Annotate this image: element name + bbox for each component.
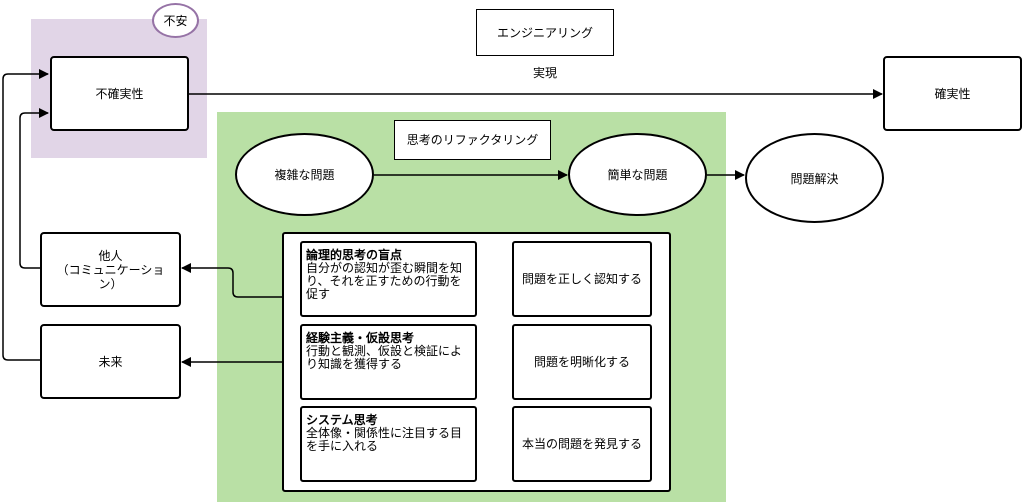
others-box: 他人 （コミュニケーショ ン） [40, 232, 181, 307]
certainty-label: 確実性 [934, 86, 971, 101]
thinking-item-empiricism: 経験主義・仮設思考 行動と観測、仮設と検証により知識を獲得する [300, 324, 477, 400]
anxiety-badge: 不安 [152, 3, 199, 38]
result-box-discover: 本当の問題を発見する [512, 406, 652, 482]
arrow-others-to-uncertainty [19, 108, 49, 269]
result-box-clarify: 問題を明晰化する [512, 324, 652, 400]
anxiety-badge-label: 不安 [163, 14, 188, 28]
result-box-recognize: 問題を正しく認知する [512, 241, 652, 317]
result-label: 問題を明晰化する [533, 355, 630, 369]
uncertainty-box: 不確実性 [50, 56, 189, 131]
thinking-desc: 自分が​の認知が歪む瞬間を知り、それを正すための行動を促す [306, 261, 463, 301]
engineering-label: エンジニアリング [496, 25, 593, 40]
result-label: 本当の問題を発見する [521, 437, 642, 451]
thinking-title: システム思考 [306, 413, 378, 427]
thinking-title: 経験主義・仮設思考 [306, 331, 415, 345]
arrow-future-to-uncertainty [2, 69, 49, 361]
uncertainty-label: 不確実性 [95, 86, 144, 101]
engineering-box: エンジニアリング [476, 9, 614, 56]
thinking-item-logical: 論理的思考の盲点 自分が​の認知が歪む瞬間を知り、それを正すための行動を促す [300, 241, 477, 317]
realization-text: 実現 [532, 65, 557, 80]
complex-problem-label: 複雑な問題 [274, 168, 335, 182]
problem-solving-node: 問題解決 [745, 133, 884, 223]
thinking-desc: 行動と観測、仮設と検証により知識を獲得する [306, 344, 463, 371]
refactoring-title-box: 思考のリファクタリング [394, 120, 551, 160]
arrow-group-to-others [181, 263, 282, 298]
simple-problem-label: 簡単な問題 [607, 168, 668, 182]
realization-label: 実現 [520, 64, 570, 80]
future-label: 未来 [98, 354, 123, 369]
thinking-desc: 全体像・関係性に注目する目を手に入れる [306, 426, 463, 453]
thinking-item-systems: システム思考 全体像・関係性に注目する目を手に入れる [300, 406, 477, 482]
simple-problem-node: 簡単な問題 [568, 133, 707, 216]
problem-solving-label: 問題解決 [790, 171, 839, 186]
others-label: 他人 （コミュニケーショ ン） [56, 248, 165, 291]
future-box: 未来 [40, 324, 181, 399]
result-label: 問題を正しく認知する [521, 272, 642, 286]
refactoring-title: 思考のリファクタリング [406, 133, 539, 147]
certainty-box: 確実性 [883, 56, 1022, 131]
thinking-title: 論理的思考の盲点 [306, 248, 403, 262]
complex-problem-node: 複雑な問題 [235, 133, 374, 216]
